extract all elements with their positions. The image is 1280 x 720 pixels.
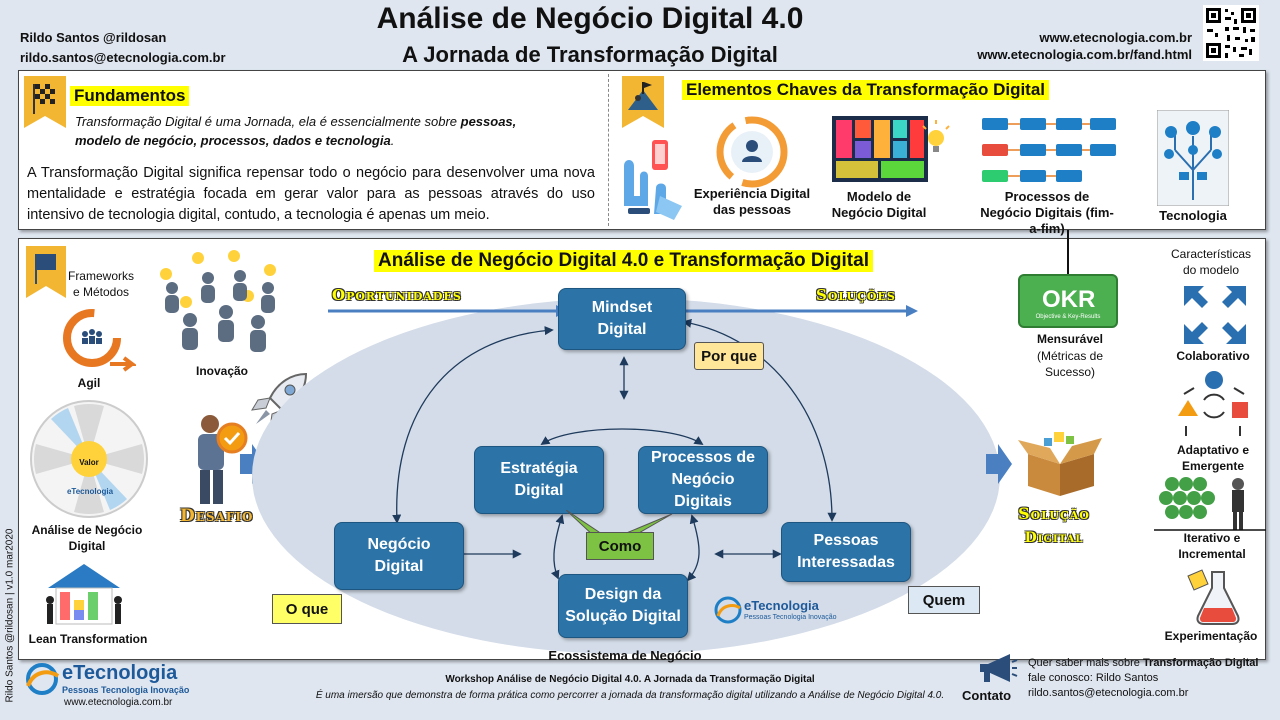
digital-process-icon [982,118,1116,182]
node-design-solucao[interactable]: Design da Solução Digital [558,574,688,638]
intro-end: . [390,133,395,148]
innovation-people-icon [160,250,276,352]
logo-small-text: eTecnologia [744,598,819,613]
solucoes-label: Soluções [816,286,896,304]
iterativo-label: Iterativo e Incremental [1178,531,1246,561]
mensuravel-label: Mensurável [1036,332,1104,346]
desafio-label: Desafio [180,506,254,526]
solucao-digital-label-1: Solução [1018,504,1090,523]
adaptive-cycle-icon [1178,371,1248,436]
site-url-fand[interactable]: www.etecnologia.com.br/fand.html [977,47,1192,62]
collaborative-arrows-icon [1184,286,1246,344]
tag-quem: Quem [908,586,980,614]
footer-brand-sub: Pessoas Tecnologia Inovação [62,685,190,695]
challenge-person-icon [198,415,248,504]
colaborativo-label: Colaborativo [1176,349,1250,363]
fundamentos-body: A Transformação Digital significa repens… [27,165,595,223]
author-name: Rildo Santos @rildosan [20,30,167,45]
footer-brand-url[interactable]: www.etecnologia.com.br [64,697,173,708]
solucao-digital-label-2: Digital [1024,530,1084,546]
node-estrategia-digital[interactable]: Estratégia Digital [474,446,604,514]
node-pessoas-interessadas[interactable]: Pessoas Interessadas [781,522,911,582]
analise-label: Análise de Negócio Digital [31,523,143,553]
okr-label: OKR [1042,286,1096,313]
frameworks-label: Frameworks e Métodos [67,269,134,299]
footer-fale: fale conosco: Rildo Santos [1028,672,1159,684]
intro-bold-pessoas: pessoas, [460,114,517,129]
agile-cycle-icon [63,309,136,372]
elemento-tecnologia-label: Tecnologia [1159,208,1227,223]
site-url[interactable]: www.etecnologia.com.br [1039,30,1192,45]
intro-text: Transformação Digital é uma Jornada, ela… [75,114,461,129]
value-wheel-icon [30,400,148,518]
lean-house-icon [46,564,122,625]
elementos-title: Elementos Chaves da Transformação Digita… [682,80,1050,100]
node-mindset-digital[interactable]: Mindset Digital [558,288,686,350]
author-email[interactable]: rildo.santos@etecnologia.com.br [20,50,226,65]
etecnologia-logo-small-icon [714,596,742,624]
contato-label[interactable]: Contato [962,688,1012,703]
digital-experience-icon [716,116,788,188]
checkered-flag-icon [24,76,66,128]
okr-sub-label: Objective & Key-Results [1035,314,1101,320]
footer-desc: É uma imersão que demonstra de forma prá… [315,690,945,701]
footer-workshop: Workshop Análise de Negócio Digital 4.0.… [445,674,815,685]
okr-badge [1018,274,1118,328]
arrow-right-right-icon [986,444,1012,484]
question-plain: Quer saber mais sobre [1028,657,1143,669]
ecossistema-label: Ecossistema de Negócio [548,648,702,663]
metricas-label: (Métricas de Sucesso) [1036,349,1104,379]
wheel-brand-label: eTecnologia [66,487,114,496]
diagram-connectors [392,318,837,582]
oportunidades-label: Oportunidades [332,286,462,304]
footer-brand: eTecnologia [62,662,178,684]
tech-connector-line [1067,230,1069,274]
elemento-experiencia-label: Experiência Digital das pessoas [693,186,811,217]
node-processos-digitais[interactable]: Processos de Negócio Digitais [638,446,768,514]
elemento-processos-label: Processos de Negócio Digitais (fim-a-fim… [980,189,1114,236]
tag-o-que: O que [272,594,342,624]
experiment-flask-icon [1187,569,1240,625]
qr-code-icon[interactable] [1203,5,1259,61]
panel-divider [608,74,609,226]
etecnologia-logo-icon[interactable] [22,662,62,696]
side-version-text: Rildo Santos @rildosan | v1.0 mar2020 [4,528,16,703]
experimentacao-label: Experimentação [1164,629,1258,643]
agil-label: Agil [77,376,101,390]
tag-como: Como [586,532,654,560]
caracteristicas-label: Características do modelo [1170,247,1252,277]
footer-email[interactable]: rildo.santos@etecnologia.com.br [1028,687,1189,699]
question-bold: Transformação Digital [1142,657,1259,669]
touch-devices-icon [624,140,682,220]
fundamentos-intro: Transformação Digital é uma Jornada, ela… [75,112,595,150]
business-model-canvas-icon [832,116,950,182]
wheel-center-label: Valor [79,458,99,467]
page-subtitle: A Jornada de Transformação Digital [402,42,778,67]
page-title: Análise de Negócio Digital 4.0 [376,2,804,35]
main-title: Análise de Negócio Digital 4.0 e Transfo… [374,250,873,272]
open-box-icon [1018,432,1102,496]
node-negocio-digital[interactable]: Negócio Digital [334,522,464,590]
megaphone-icon[interactable] [974,652,1018,686]
inovacao-label: Inovação [195,364,249,378]
yellow-flag-icon [26,246,66,298]
logo-small-sub: Pessoas Tecnologia Inovação [744,614,837,621]
technology-tree-icon [1157,110,1229,206]
footer-question: Quer saber mais sobre Transformação Digi… [1028,657,1258,669]
fundamentos-title: Fundamentos [70,86,190,106]
adaptativo-label: Adaptativo e Emergente [1176,443,1249,473]
lean-label: Lean Transformation [28,632,148,646]
tag-por-que: Por que [694,342,764,370]
elemento-modelo-label: Modelo de Negócio Digital [831,189,927,220]
iterative-hexagons-icon [1154,477,1266,531]
mountain-flag-icon [622,76,664,128]
intro-bold-modelo: modelo de negócio, processos, dados e te… [75,133,391,148]
